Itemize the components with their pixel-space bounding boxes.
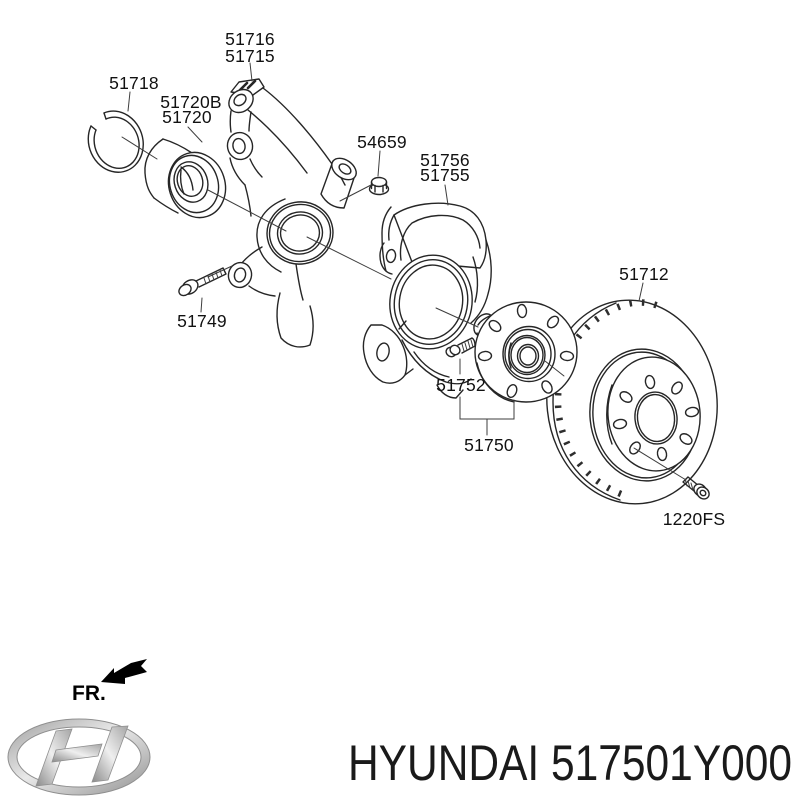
part-label-51756: 51756: [420, 150, 470, 170]
steering-knuckle: [226, 78, 357, 348]
part-label-51749: 51749: [177, 311, 227, 331]
brake-disc: [546, 299, 718, 505]
wheel-stud: [445, 337, 476, 358]
part-label-51750: 51750: [464, 435, 514, 455]
part-label-1220FS: 1220FS: [663, 509, 726, 529]
snap-ring: [87, 110, 144, 173]
wheel-bearing: [144, 138, 227, 219]
part-label-51715: 51715: [225, 46, 275, 66]
splash-shield: [362, 202, 492, 399]
hub-assembly: [473, 301, 578, 403]
part-label-54659: 54659: [357, 132, 407, 152]
part-label-51712: 51712: [619, 264, 669, 284]
leader-lines: [127, 62, 644, 436]
caption-part-number: HYUNDAI 517501Y000: [348, 735, 792, 791]
hyundai-logo: [7, 718, 151, 796]
front-direction-marker: FR.: [72, 659, 147, 705]
part-label-51752: 51752: [436, 375, 486, 395]
front-direction-arrow: [101, 659, 147, 684]
part-label-51716: 51716: [225, 29, 275, 49]
part-label-51720B: 51720B: [160, 92, 222, 112]
part-label-51720: 51720: [162, 107, 212, 127]
part-label-51718: 51718: [109, 73, 159, 93]
knuckle-bolt: [178, 267, 227, 297]
part-label-51755: 51755: [420, 165, 470, 185]
assembly-lines: [121, 136, 687, 481]
strut-nut: [368, 176, 390, 196]
fr-label: FR.: [72, 682, 106, 705]
disc-bolt: [682, 476, 710, 500]
